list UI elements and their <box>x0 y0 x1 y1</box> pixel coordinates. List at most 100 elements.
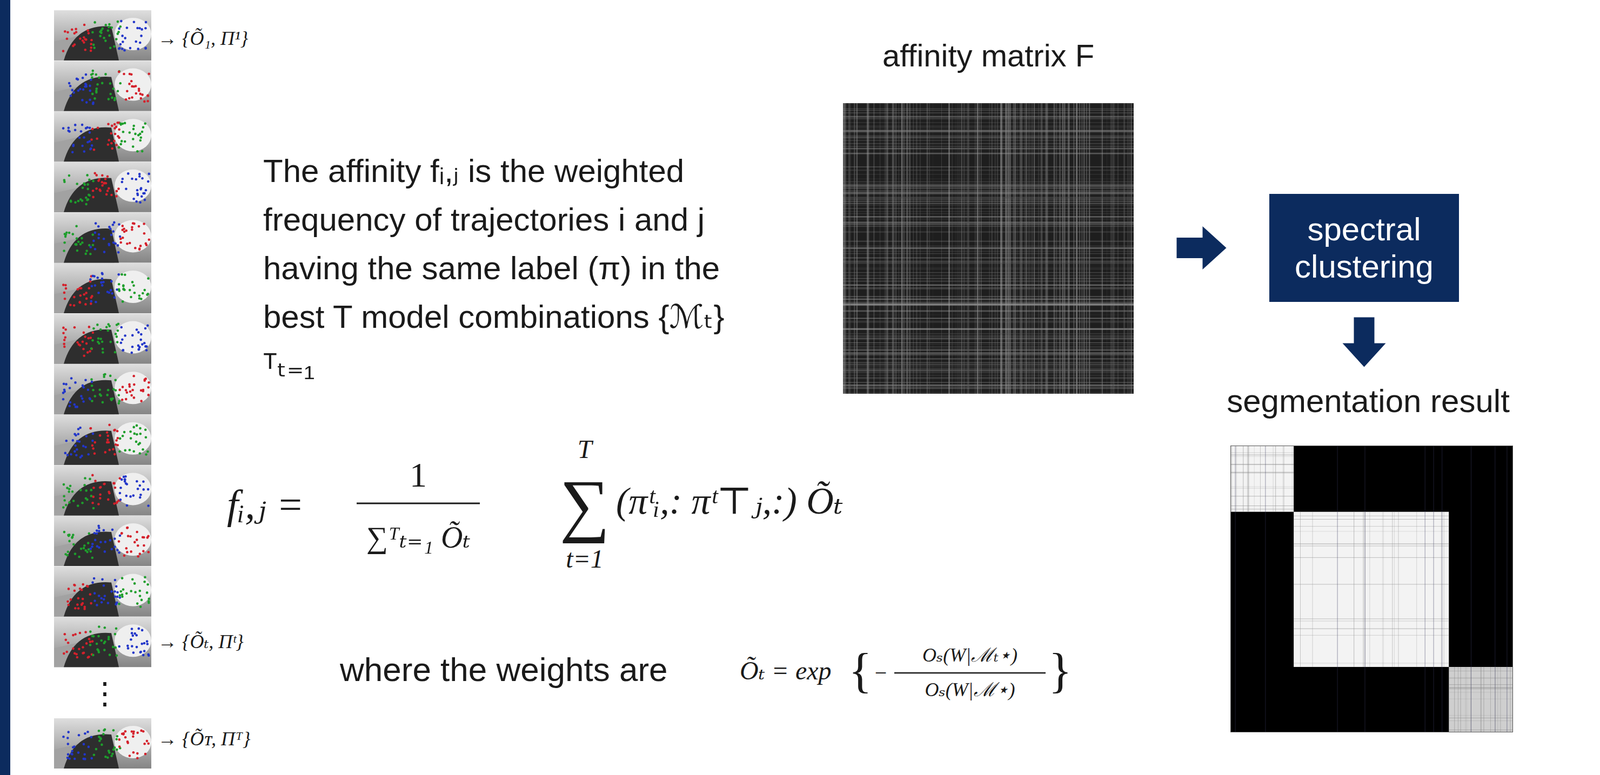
trajectory-dot <box>89 602 93 606</box>
trajectory-dot <box>141 629 144 633</box>
trajectory-dot <box>71 634 75 638</box>
trajectory-dot <box>100 601 104 605</box>
trajectory-dot <box>65 486 69 490</box>
trajectory-dot <box>105 325 109 329</box>
trajectory-dot <box>122 349 125 352</box>
trajectory-dot <box>91 69 95 73</box>
trajectory-dot <box>101 181 104 184</box>
trajectory-dot <box>88 98 92 102</box>
trajectory-dot <box>124 730 127 734</box>
trajectory-dot <box>85 585 89 588</box>
trajectory-dot <box>103 250 106 254</box>
process-box: spectral clustering <box>1269 193 1459 303</box>
matrix-stripe <box>1086 103 1088 394</box>
trajectory-dot <box>90 545 94 549</box>
frame-label: → {Õᴛ, Πᵀ} <box>157 728 251 751</box>
trajectory-dot <box>107 186 111 190</box>
trajectory-dot <box>101 578 104 582</box>
trajectory-dot <box>122 588 125 592</box>
trajectory-dot <box>71 533 75 537</box>
trajectory-dot <box>116 596 119 599</box>
trajectory-dot <box>89 252 92 256</box>
trajectory-dot <box>142 488 145 492</box>
trajectory-dot <box>146 583 150 587</box>
trajectory-dot <box>81 186 85 190</box>
trajectory-dot <box>83 23 86 27</box>
trajectory-dot <box>129 535 132 539</box>
white-car <box>114 270 152 304</box>
trajectory-dot <box>107 97 111 101</box>
dark-car <box>63 329 119 364</box>
trajectory-dot <box>140 643 144 646</box>
matrix-stripe <box>1448 699 1514 700</box>
trajectory-dot <box>117 128 121 131</box>
trajectory-dot <box>139 493 143 497</box>
matrix-stripe <box>1470 445 1472 733</box>
trajectory-dot <box>121 122 125 126</box>
trajectory-dot <box>77 648 81 652</box>
trajectory-dot <box>87 31 91 35</box>
trajectory-dot <box>131 222 135 225</box>
trajectory-dot <box>146 393 150 397</box>
matrix-stripe <box>1282 445 1284 513</box>
trajectory-dot <box>70 377 73 380</box>
trajectory-dot <box>121 177 125 181</box>
trajectory-dot <box>74 552 77 556</box>
trajectory-dot <box>145 349 149 352</box>
trajectory-dot <box>102 729 106 733</box>
trajectory-dot <box>147 600 151 604</box>
matrix-stripe <box>1230 496 1294 497</box>
matrix-stripe <box>1045 103 1047 394</box>
matrix-stripe <box>1127 103 1129 394</box>
trajectory-dot <box>103 483 106 486</box>
trajectory-dot <box>109 340 112 344</box>
trajectory-dot <box>115 501 118 505</box>
trajectory-dot <box>76 656 79 660</box>
formula-text: 1 <box>409 455 427 496</box>
trajectory-dot <box>117 251 120 254</box>
trajectory-dot <box>94 539 97 542</box>
trajectory-dot <box>125 551 129 554</box>
trajectory-dot <box>81 646 85 649</box>
trajectory-dot <box>89 280 92 284</box>
matrix-stripe <box>926 103 928 394</box>
matrix-stripe <box>1510 667 1511 733</box>
trajectory-dot <box>146 643 150 646</box>
trajectory-dot <box>101 347 105 351</box>
trajectory-dot <box>124 389 128 392</box>
trajectory-dot <box>143 289 146 292</box>
trajectory-dot <box>69 453 73 457</box>
trajectory-dot <box>110 398 113 402</box>
trajectory-dot <box>139 651 143 654</box>
matrix-stripe <box>893 103 894 394</box>
trajectory-dot <box>105 441 109 445</box>
matrix-stripe <box>898 103 900 394</box>
trajectory-dot <box>109 539 112 542</box>
trajectory-dot <box>123 273 127 277</box>
trajectory-dot <box>112 241 116 245</box>
matrix-stripe <box>1236 445 1237 513</box>
trajectory-dot <box>84 446 87 450</box>
trajectory-dot <box>98 35 102 38</box>
trajectory-dot <box>88 178 91 182</box>
trajectory-dot <box>76 288 80 291</box>
trajectory-dot <box>73 43 77 46</box>
trajectory-dot <box>110 96 114 100</box>
matrix-stripe <box>1230 472 1294 474</box>
dark-car <box>63 26 119 61</box>
trajectory-dot <box>135 440 138 444</box>
matrix-stripe <box>1081 103 1083 394</box>
matrix-stripe <box>966 103 968 394</box>
trajectory-dot <box>64 638 68 642</box>
trajectory-dot <box>146 94 150 98</box>
trajectory-dot <box>103 594 107 598</box>
trajectory-dot <box>76 603 79 607</box>
trajectory-dot <box>99 281 103 285</box>
trajectory-dot <box>91 444 95 448</box>
trajectory-dot <box>133 582 137 586</box>
trajectory-dot <box>89 302 93 306</box>
trajectory-dot <box>108 34 111 38</box>
trajectory-dot <box>88 478 92 481</box>
trajectory-dot <box>82 136 86 139</box>
trajectory-dot <box>119 590 123 594</box>
